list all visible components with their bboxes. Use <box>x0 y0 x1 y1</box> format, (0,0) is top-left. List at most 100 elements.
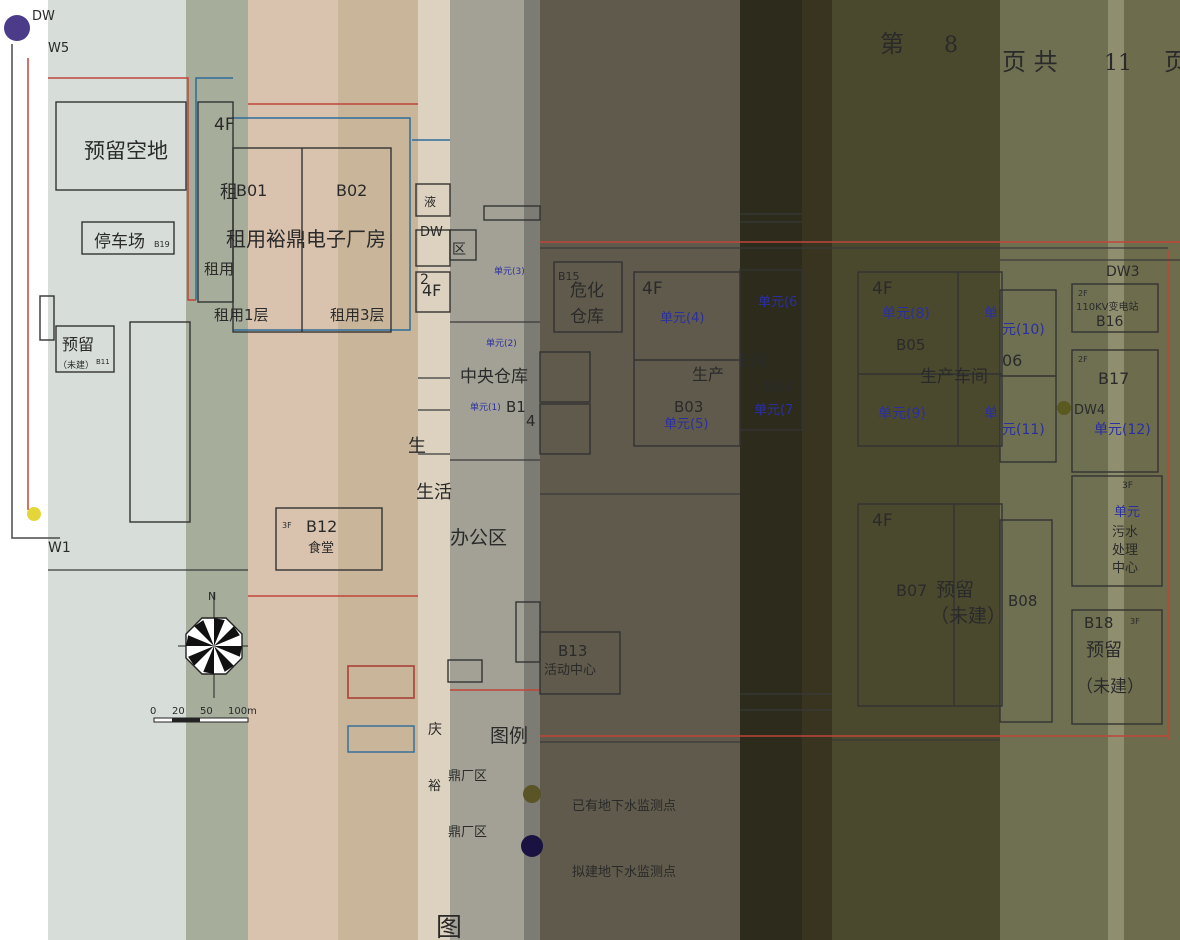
reserved-b18: 预留 <box>1086 640 1122 661</box>
north-arrow: N <box>178 590 248 698</box>
background-band <box>0 0 48 940</box>
label-dw-top: DW <box>32 9 55 24</box>
b06: 06 <box>1002 351 1022 370</box>
b17: B17 <box>1098 369 1129 388</box>
prod-partial: 生产 <box>692 365 724 384</box>
compass-ray <box>194 620 214 646</box>
legend-planned-wells: 拟建地下水监测点 <box>572 865 676 880</box>
label-w1: W1 <box>48 540 71 556</box>
sewage-unit: 单元 <box>1114 505 1140 520</box>
b04: B04 <box>764 378 793 396</box>
center: 中心 <box>1112 561 1138 576</box>
reserved-small: 预留 <box>62 335 94 354</box>
background-band <box>338 0 418 940</box>
f2-b17: 2F <box>1078 355 1088 364</box>
page-counter: 第 8 页 共 11 页 <box>880 30 1180 76</box>
road-network <box>11 44 1180 740</box>
page-number: 8 <box>944 33 958 58</box>
unit-dan: 单 <box>984 306 998 322</box>
b05: B05 <box>896 336 925 354</box>
monitor-markers <box>4 15 1071 857</box>
unit-7: 单元(7 <box>754 403 793 418</box>
background-band <box>832 0 1000 940</box>
page-total: 11 <box>1104 51 1132 76</box>
hazard: 危化 <box>570 281 604 301</box>
b15: B15 <box>558 270 580 283</box>
north-label: N <box>208 590 216 603</box>
unit-1: 单元(1) <box>470 401 501 413</box>
compass-ray <box>214 646 234 672</box>
compass-ray <box>186 635 214 646</box>
substation: 110KV变电站 <box>1076 300 1139 313</box>
background-band <box>1108 0 1124 940</box>
f4-b05: 4F <box>872 279 893 299</box>
unit-3-top: 单元(3) <box>494 265 525 277</box>
unit-9: 单元(9) <box>878 406 926 422</box>
b12: B12 <box>306 517 337 536</box>
scale-bar-fill <box>172 718 200 722</box>
background-band <box>540 0 740 940</box>
label-dw3: DW3 <box>1106 264 1140 280</box>
boundary-blue-b <box>233 117 411 331</box>
compass-rays <box>186 618 242 674</box>
rent-a: 租 <box>220 182 238 203</box>
prod-workshop: 生产车间 <box>920 367 988 387</box>
not-built-b18: （未建） <box>1076 677 1144 697</box>
unit-11: 元(11) <box>1002 422 1045 438</box>
background-band <box>418 0 450 940</box>
office: 办公区 <box>450 527 507 549</box>
scale-tick-100: 100m <box>228 706 257 717</box>
f3-small: 3F <box>1122 481 1133 491</box>
legend-factory-a: 鼎厂区 <box>448 769 487 784</box>
parking-code: B19 <box>154 240 170 249</box>
legend: 图例 庆 鼎厂区 裕 鼎厂区 已有地下水监测点 拟建地下水监测点 图 <box>428 722 676 940</box>
boundary-blue <box>195 77 233 300</box>
scale-tick-50: 50 <box>200 706 213 717</box>
f4-label-a: 4F <box>214 115 235 135</box>
background-band <box>740 0 802 940</box>
background-band <box>1000 0 1108 940</box>
num-2: 2 <box>420 272 429 288</box>
b08: B08 <box>1008 592 1037 610</box>
canteen: 食堂 <box>308 540 334 556</box>
road-outer <box>11 44 60 539</box>
b18: B18 <box>1084 614 1113 632</box>
unit-2: 单元(2) <box>486 337 517 349</box>
label-dw4: DW4 <box>1074 403 1105 418</box>
floor-3: 租用3层 <box>330 306 385 324</box>
f4-b07: 4F <box>872 511 893 531</box>
reserved-small-code: B11 <box>96 358 110 366</box>
scale-bar-rect <box>153 717 249 723</box>
background-band <box>802 0 832 940</box>
zone-mid: 区 <box>452 242 466 258</box>
background-band <box>524 0 540 940</box>
treatment: 处理 <box>1112 543 1138 558</box>
b1x: B1 <box>506 398 526 416</box>
background-band <box>48 0 186 940</box>
compass-ray <box>214 646 242 657</box>
legend-qing: 庆 <box>428 722 442 738</box>
reserved-small-note: （未建） <box>58 359 94 371</box>
background-band <box>248 0 338 940</box>
floor-1: 租用1层 <box>214 306 269 324</box>
b01: B01 <box>236 181 267 200</box>
b16: B16 <box>1096 314 1124 330</box>
scale-tick-20: 20 <box>172 706 185 717</box>
b07: B07 <box>896 581 927 600</box>
compass-ray <box>203 646 214 674</box>
central-warehouse: 中央仓库 <box>460 367 528 387</box>
liquid: 液 <box>424 194 436 209</box>
legend-purple-marker <box>521 835 543 857</box>
hazard-warehouse: 仓库 <box>570 307 604 327</box>
parking: 停车场 <box>94 232 145 252</box>
legend-title: 图例 <box>490 725 528 747</box>
reserved-b07: 预留 <box>936 579 974 601</box>
legend-bottom-fragment: 图 <box>436 913 462 940</box>
b13: B13 <box>558 642 587 660</box>
life: 生活 <box>416 482 452 503</box>
compass-ray <box>188 646 214 666</box>
workshop-partial: E间 <box>740 351 766 370</box>
page-suffix: 页 <box>1164 48 1180 76</box>
